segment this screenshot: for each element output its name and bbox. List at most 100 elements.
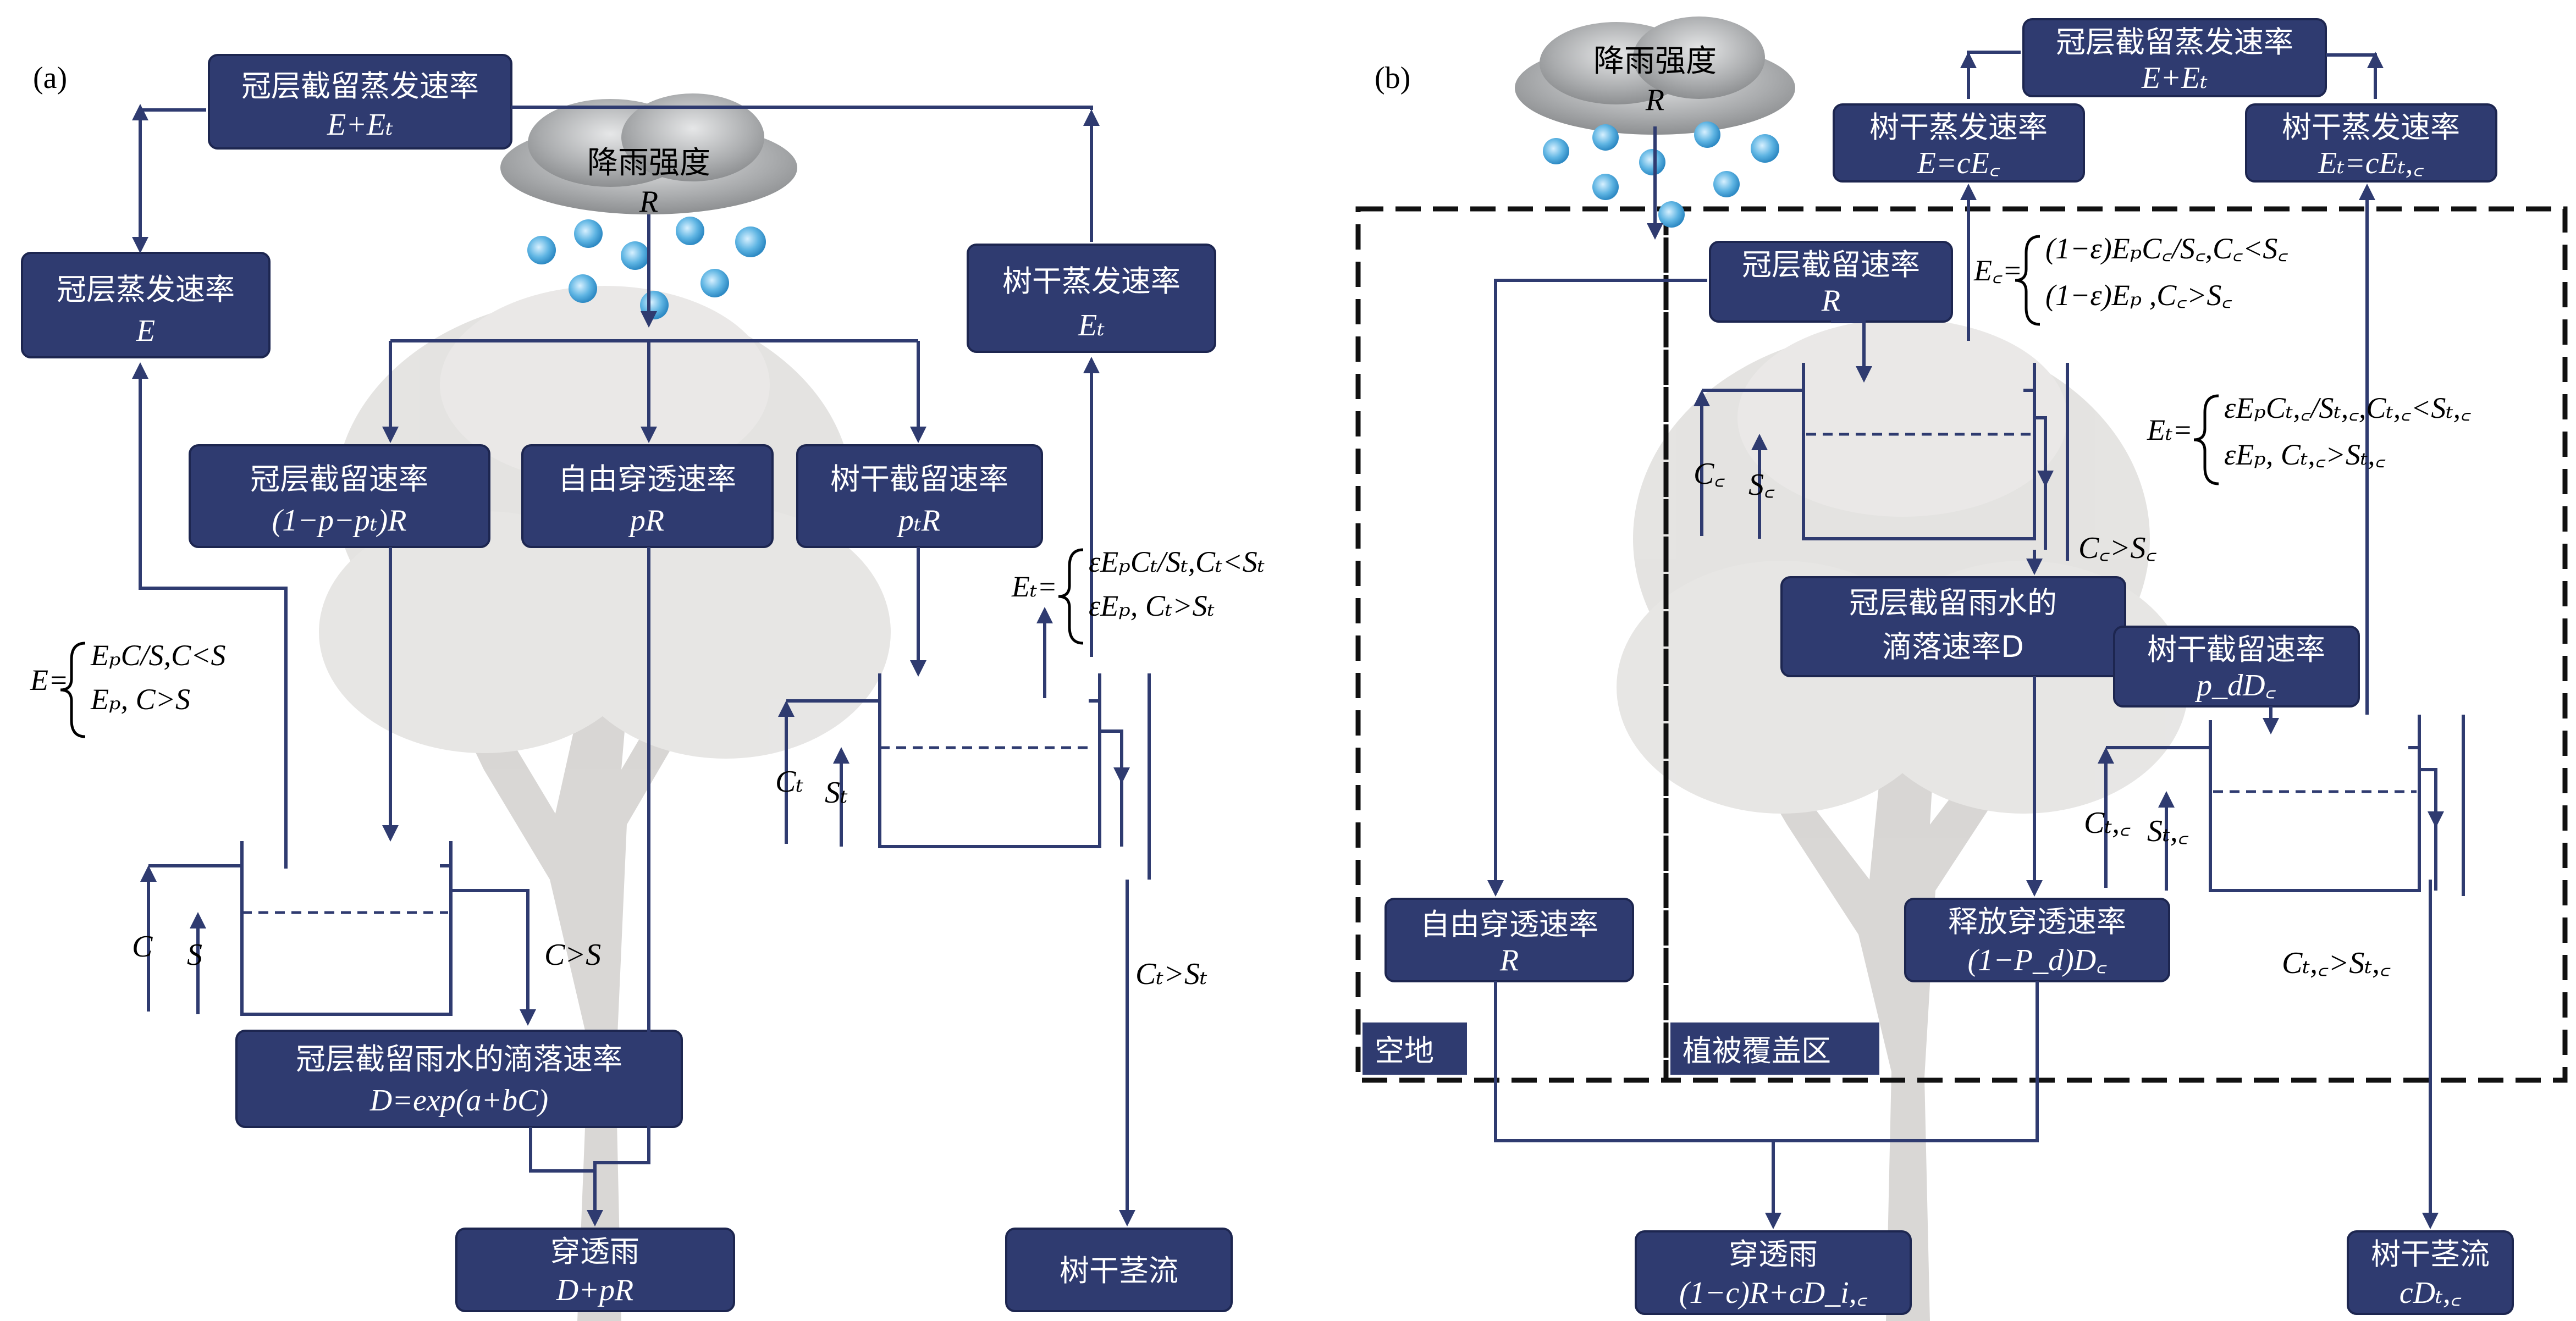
trunk-storage-tank-b: Cₜ,꜀ Sₜ,꜀ Cₜ,꜀>Sₜ,꜀ xyxy=(2084,715,2465,980)
canopy-storage-tank-a: C S C>S xyxy=(132,841,601,1016)
svg-text:树干截留速率: 树干截留速率 xyxy=(830,462,1008,496)
rain-title-b: 降雨强度 xyxy=(1593,43,1717,79)
svg-text:(1−P_d)D꜀: (1−P_d)D꜀ xyxy=(1967,943,2107,977)
svg-text:穿透雨: 穿透雨 xyxy=(550,1234,639,1269)
tank-b-trunk-S-label: Sₜ,꜀ xyxy=(2147,814,2189,848)
tank-b-overflow-label: C꜀>S꜀ xyxy=(2078,531,2157,565)
tank-b-trunk-C-label: Cₜ,꜀ xyxy=(2084,806,2131,840)
svg-text:树干蒸发速率: 树干蒸发速率 xyxy=(2282,110,2460,145)
svg-text:p_dD꜀: p_dD꜀ xyxy=(2194,668,2276,703)
svg-text:Eₜ=: Eₜ= xyxy=(2147,413,2193,446)
svg-text:E+Eₜ: E+Eₜ xyxy=(327,108,393,142)
rain-cloud-icon: 降雨强度 R xyxy=(500,93,797,219)
trunk-evaporation-box: 树干蒸发速率 Eₜ xyxy=(967,244,1216,353)
free-throughfall-rate-box: 自由穿透速率 pR xyxy=(521,444,774,548)
stemflow-box: 树干茎流 xyxy=(1005,1228,1233,1312)
svg-text:冠层截留雨水的滴落速率: 冠层截留雨水的滴落速率 xyxy=(296,1042,622,1076)
svg-text:空地: 空地 xyxy=(1375,1033,1434,1068)
trunk-evaporation-box-right: 树干蒸发速率 Eₜ=cEₜ,꜀ xyxy=(2245,103,2497,183)
svg-text:R: R xyxy=(1499,943,1519,977)
tank-a-C-label: C xyxy=(132,930,153,964)
tank-a-trunk-S-label: Sₜ xyxy=(825,776,848,810)
svg-text:冠层截留速率: 冠层截留速率 xyxy=(1742,247,1920,282)
raindrops-icon-b xyxy=(1543,121,1779,228)
equation-Et-b: Eₜ= εEₚCₜ,꜀/Sₜ,꜀,Cₜ,꜀<Sₜ,꜀ εEₚ, Cₜ,꜀>Sₜ,… xyxy=(2147,391,2471,485)
canopy-evaporation-box: 冠层蒸发速率 E xyxy=(21,252,271,358)
svg-text:冠层截留蒸发速率: 冠层截留蒸发速率 xyxy=(2056,25,2293,59)
open-ground-region xyxy=(1355,206,1669,1083)
tank-a-S-label: S xyxy=(187,938,202,972)
svg-text:(1−ε)EₚC꜀/S꜀,C꜀<S꜀: (1−ε)EₚC꜀/S꜀,C꜀<S꜀ xyxy=(2045,232,2288,265)
svg-text:εEₚ, Cₜ,꜀>Sₜ,꜀: εEₚ, Cₜ,꜀>Sₜ,꜀ xyxy=(2224,438,2386,471)
svg-text:树干茎流: 树干茎流 xyxy=(1060,1253,1178,1288)
svg-text:树干蒸发速率: 树干蒸发速率 xyxy=(1869,110,2048,145)
trunk-storage-tank-a: Cₜ Sₜ Cₜ>Sₜ xyxy=(775,673,1207,991)
tank-a-trunk-overflow-label: Cₜ>Sₜ xyxy=(1135,957,1207,991)
panel-a-letter: (a) xyxy=(33,61,67,95)
release-throughfall-rate-box: 释放穿透速率 (1−P_d)D꜀ xyxy=(1904,898,2170,982)
svg-text:自由穿透速率: 自由穿透速率 xyxy=(1420,907,1598,942)
svg-text:穿透雨: 穿透雨 xyxy=(1729,1237,1818,1272)
throughfall-box: 穿透雨 D+pR xyxy=(455,1228,735,1312)
trunk-evaporation-box-left: 树干蒸发速率 E=cE꜀ xyxy=(1833,103,2085,183)
tank-b-C-label: C꜀ xyxy=(1694,457,1725,491)
svg-text:pR: pR xyxy=(628,504,664,538)
svg-text:树干截留速率: 树干截留速率 xyxy=(2147,632,2325,667)
svg-text:Eₜ=cEₜ,꜀: Eₜ=cEₜ,꜀ xyxy=(2318,146,2424,180)
trunk-interception-rate-box-b: 树干截留速率 p_dD꜀ xyxy=(2113,626,2360,708)
free-throughfall-rate-box-b: 自由穿透速率 R xyxy=(1384,898,1634,982)
canopy-drip-rate-box-b: 冠层截留雨水的 滴落速率D xyxy=(1780,576,2126,677)
vegetated-area-label: 植被覆盖区 xyxy=(1670,1022,1879,1075)
svg-text:滴落速率D: 滴落速率D xyxy=(1882,629,2024,664)
tree-illustration-a xyxy=(319,286,891,1321)
svg-text:E=: E= xyxy=(30,664,68,697)
vegetated-region xyxy=(1663,206,2568,1083)
flow-lines-b xyxy=(1487,51,2439,1229)
svg-text:释放穿透速率: 释放穿透速率 xyxy=(1948,904,2126,939)
open-ground-label: 空地 xyxy=(1363,1022,1467,1075)
throughfall-box-b: 穿透雨 (1−c)R+cD_i,꜀ xyxy=(1635,1230,1912,1315)
svg-text:εEₚCₜ/Sₜ,Cₜ<Sₜ: εEₚCₜ/Sₜ,Cₜ<Sₜ xyxy=(1089,545,1265,578)
svg-text:Eₜ: Eₜ xyxy=(1078,308,1105,342)
equation-Et-a: Eₜ= εEₚCₜ/Sₜ,Cₜ<Sₜ εEₚ, Cₜ>Sₜ xyxy=(1011,545,1265,645)
rain-symbol: R xyxy=(639,185,658,219)
svg-text:cDₜ,꜀: cDₜ,꜀ xyxy=(2400,1276,2462,1310)
tank-a-overflow-label: C>S xyxy=(544,938,601,972)
svg-text:自由穿透速率: 自由穿透速率 xyxy=(558,462,736,496)
svg-text:植被覆盖区: 植被覆盖区 xyxy=(1683,1033,1831,1068)
svg-text:E=cE꜀: E=cE꜀ xyxy=(1917,146,2000,180)
svg-text:EₚC/S,C<S: EₚC/S,C<S xyxy=(90,639,226,672)
svg-text:pₜR: pₜR xyxy=(896,504,940,538)
equation-Ec: E꜀= (1−ε)EₚC꜀/S꜀,C꜀<S꜀ (1−ε)Eₚ ,C꜀>S꜀ xyxy=(1973,232,2288,326)
svg-text:E꜀=: E꜀= xyxy=(1973,254,2022,287)
tank-b-S-label: S꜀ xyxy=(1748,468,1775,502)
svg-text:D=exp(a+bC): D=exp(a+bC) xyxy=(369,1084,548,1118)
svg-text:(1−p−pₜ)R: (1−p−pₜ)R xyxy=(272,504,407,538)
flow-lines-a xyxy=(132,104,1135,1226)
svg-text:冠层截留雨水的: 冠层截留雨水的 xyxy=(1849,585,2057,620)
trunk-interception-rate-box: 树干截留速率 pₜR xyxy=(796,444,1043,548)
canopy-interception-evaporation-box: 冠层截留蒸发速率 E+Eₜ xyxy=(208,54,512,150)
equation-E: E= EₚC/S,C<S Eₚ, C>S xyxy=(30,639,226,738)
svg-text:树干茎流: 树干茎流 xyxy=(2371,1237,2490,1272)
svg-text:R: R xyxy=(1821,284,1840,318)
canopy-interception-rate-box: 冠层截留速率 (1−p−pₜ)R xyxy=(189,444,490,548)
canopy-interception-evaporation-box-b: 冠层截留蒸发速率 E+Eₜ xyxy=(2022,18,2327,97)
svg-text:冠层截留蒸发速率: 冠层截留蒸发速率 xyxy=(241,69,479,103)
canopy-drip-rate-box: 冠层截留雨水的滴落速率 D=exp(a+bC) xyxy=(235,1030,683,1128)
svg-text:(1−ε)Eₚ ,C꜀>S꜀: (1−ε)Eₚ ,C꜀>S꜀ xyxy=(2045,279,2232,312)
tank-b-trunk-overflow-label: Cₜ,꜀>Sₜ,꜀ xyxy=(2282,946,2391,980)
svg-text:εEₚ, Cₜ>Sₜ: εEₚ, Cₜ>Sₜ xyxy=(1089,589,1215,622)
canopy-interception-rate-box-b: 冠层截留速率 R xyxy=(1709,241,1953,323)
svg-text:(1−c)R+cD_i,꜀: (1−c)R+cD_i,꜀ xyxy=(1679,1276,1868,1310)
panel-b-letter: (b) xyxy=(1375,61,1410,95)
svg-text:εEₚCₜ,꜀/Sₜ,꜀,Cₜ,꜀<Sₜ,꜀: εEₚCₜ,꜀/Sₜ,꜀,Cₜ,꜀<Sₜ,꜀ xyxy=(2224,391,2471,424)
svg-text:E: E xyxy=(136,314,155,348)
svg-text:树干蒸发速率: 树干蒸发速率 xyxy=(1002,264,1181,299)
stemflow-box-b: 树干茎流 cDₜ,꜀ xyxy=(2347,1230,2514,1315)
canopy-storage-tank-b: C꜀ S꜀ C꜀>S꜀ xyxy=(1694,363,2157,565)
svg-text:冠层截留速率: 冠层截留速率 xyxy=(250,462,428,496)
rain-cloud-icon-b: 降雨强度 R xyxy=(1515,16,1795,135)
svg-text:Eₚ, C>S: Eₚ, C>S xyxy=(90,683,190,716)
